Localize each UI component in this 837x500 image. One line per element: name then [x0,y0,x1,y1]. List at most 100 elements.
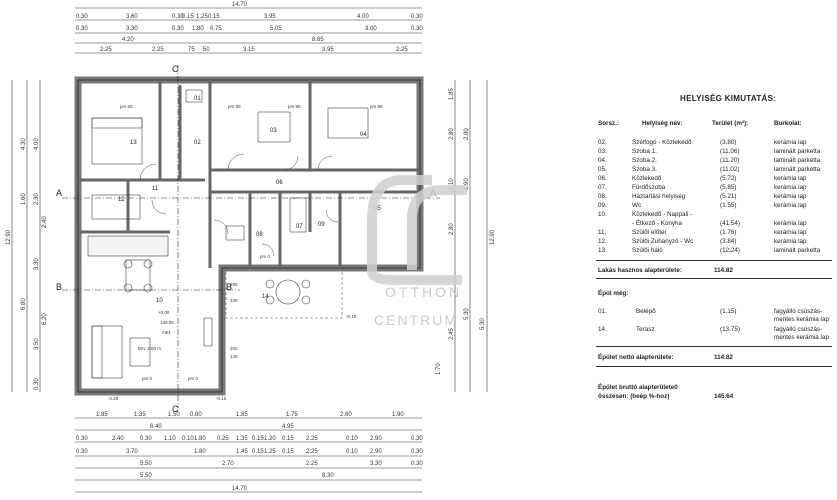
bottom-dimensions [75,417,422,493]
svg-text:0.75: 0.75 [210,26,222,32]
svg-text:8.30: 8.30 [322,473,334,479]
svg-text:-0.15: -0.15 [346,314,357,319]
furniture [87,89,369,379]
svg-text:4.30: 4.30 [21,138,27,150]
svg-text:8.65: 8.65 [312,37,324,43]
interior-walls [78,80,420,268]
room-row: 04.Szoba 2.(11.20)laminált parketta [598,157,821,164]
svg-text:0.10: 0.10 [182,436,194,442]
door-arcs [139,153,339,257]
svg-text:0.30: 0.30 [140,436,152,442]
left-dimensions [11,80,41,392]
svg-text:6.40: 6.40 [150,424,162,430]
plan-annotations: pm 60 pm 90 pm 90 pm 90 +0.00 140.05 mBf… [108,104,383,401]
room-row: 02.Szélfogó - Közlekedő(3.80)kerámia lap [598,139,807,146]
extra-row: 01.Belépő(1.15)fagyálló csúszás- [598,308,823,315]
svg-text:0.30: 0.30 [76,26,88,32]
svg-text:0.15: 0.15 [252,436,264,442]
svg-text:0.15: 0.15 [208,14,220,20]
svg-text:200: 200 [230,346,238,351]
gross-area-value: 145.64 [714,393,734,400]
svg-text:1.80: 1.80 [194,449,206,455]
svg-text:0.30: 0.30 [411,436,423,442]
room-row: 09.Wc(1.55)kerámia lap [598,202,807,209]
svg-text:0.15: 0.15 [252,449,264,455]
room-labels: 13 12 11 04 03 02 05 06 07 08 09 10 14 0… [118,96,381,304]
svg-text:2.25: 2.25 [306,461,318,467]
floor-plan: 14.70 0.30 3.60 0.30 0.15 1.25 0.15 3.95… [6,2,496,493]
svg-text:0.10: 0.10 [346,449,358,455]
svg-text:1.85: 1.85 [236,412,248,418]
svg-text:75: 75 [188,47,195,53]
svg-text:140.05: 140.05 [160,320,174,325]
top-total-dim: 14.70 [232,2,248,8]
top-dims-row2: 0.30 3.30 0.30 1.80 0.75 5.05 3.00 0.30 [76,26,423,32]
svg-text:0.30: 0.30 [172,14,184,20]
svg-text:3.30: 3.30 [370,461,382,467]
room-row: 08.Háztartási helyiség(5.21)kerámia lap [598,193,807,200]
divider [596,278,832,279]
svg-text:50: 50 [203,47,210,53]
svg-text:08: 08 [256,232,263,238]
svg-text:1.35: 1.35 [134,412,146,418]
svg-text:1.25: 1.25 [196,14,208,20]
svg-text:10: 10 [156,298,163,304]
gross-area-label-2: összesen: (beép %-hoz) [598,393,670,400]
svg-text:0.15: 0.15 [282,449,294,455]
svg-text:1.90: 1.90 [392,412,404,418]
svg-text:0.15: 0.15 [182,14,194,20]
svg-text:07: 07 [296,224,303,230]
svg-text:12: 12 [118,197,125,203]
svg-text:1.80: 1.80 [192,26,204,32]
top-dimensions [75,7,422,54]
svg-text:2.45: 2.45 [449,328,455,340]
svg-text:-0.15: -0.15 [216,396,227,401]
svg-text:3.60: 3.60 [126,14,138,20]
section-lines [62,65,440,408]
svg-text:140: 140 [230,354,238,359]
section-c-bottom: C [172,404,179,414]
svg-text:2.90: 2.90 [370,436,382,442]
svg-text:0.30: 0.30 [172,26,184,32]
svg-text:0.30: 0.30 [411,461,423,467]
section-b-right: B [226,282,232,292]
svg-text:2.30: 2.30 [34,193,40,205]
top-dims-row1: 0.30 3.60 0.30 0.15 1.25 0.15 3.95 4.00 … [76,14,423,20]
svg-text:2.60: 2.60 [340,412,352,418]
section-b-left: B [56,282,62,292]
svg-text:6.20: 6.20 [42,313,48,325]
svg-text:4.00: 4.00 [357,14,369,20]
watermark-centrum: CENTRUM [374,312,458,328]
useful-area-value: 114.82 [714,267,733,274]
svg-text:1.10: 1.10 [449,178,455,190]
net-area-value: 114.82 [714,354,733,361]
svg-text:pm 0: pm 0 [188,376,199,381]
svg-text:0.30: 0.30 [76,436,88,442]
svg-text:Bm. 2.80 m.: Bm. 2.80 m. [138,346,162,351]
svg-text:pm 90: pm 90 [228,104,241,109]
svg-text:1.25: 1.25 [264,449,276,455]
divider [596,366,832,367]
svg-text:2.25: 2.25 [306,449,318,455]
svg-text:2.80: 2.80 [449,128,455,140]
svg-text:0.10: 0.10 [346,436,358,442]
svg-text:2.40: 2.40 [112,436,124,442]
svg-text:3.30: 3.30 [126,26,138,32]
svg-text:0.30: 0.30 [411,26,423,32]
svg-text:2.80: 2.80 [464,128,470,140]
top-dims-row3: 4.20 8.65 [122,37,324,43]
svg-text:+0.00: +0.00 [158,310,170,315]
header-area: Terület (m²): [712,120,749,127]
room-row: - Étkező - Konyha(41.54)kerámia lap [632,220,807,227]
svg-text:06: 06 [276,180,283,186]
gross-area-label-1: Épület bruttó alapterülete0 [598,384,678,391]
svg-text:3.70: 3.70 [126,449,138,455]
extra-row: 14.Terasz(13.75)fagyálló csúszás- [598,326,823,333]
svg-text:0.15: 0.15 [282,436,294,442]
svg-text:1.85: 1.85 [96,412,108,418]
extra-row-cont: mentes kerámia lap [774,334,829,341]
header-no: Sorsz.: [598,120,619,127]
svg-text:2.90: 2.90 [370,449,382,455]
svg-text:3.50: 3.50 [34,338,40,350]
svg-text:1.85: 1.85 [449,88,455,100]
